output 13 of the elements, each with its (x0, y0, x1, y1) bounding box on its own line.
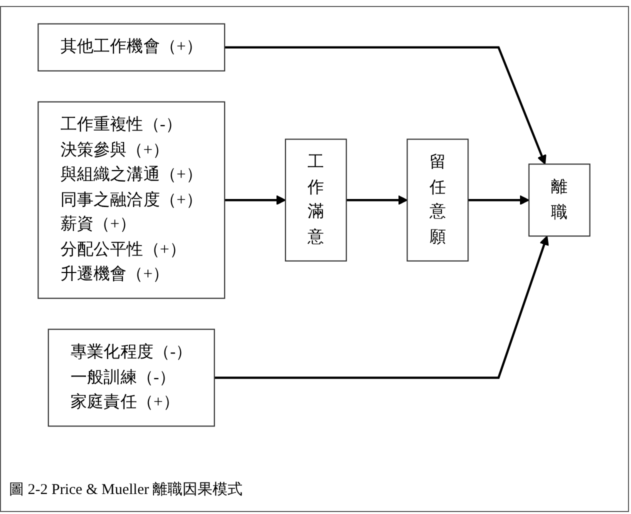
figure-caption: 圖 2-2 Price & Mueller 離職因果模式 (9, 480, 243, 499)
arrow (224, 46, 546, 165)
node-box (406, 138, 469, 262)
node-box (48, 328, 215, 427)
node-box (38, 23, 226, 72)
figure-frame: 其他工作機會（+） 工作重複性（-） 決策參與（+） 與組織之溝通（+） 同事之融洽度（+） 薪資（+） 分配公平性（+） 升遷機會（+） 專業化程度（-） 一般訓練（-） 家庭責任（+） 工作滿意 留任意願 離職 圖 2-2 Price & Mueller 離職因果模式 (0, 6, 629, 512)
node-box (38, 101, 226, 299)
arrow (224, 195, 286, 205)
arrow (346, 195, 408, 205)
arrow (214, 236, 549, 379)
node-box (528, 164, 590, 237)
arrow (468, 195, 530, 205)
node-box (284, 138, 347, 262)
